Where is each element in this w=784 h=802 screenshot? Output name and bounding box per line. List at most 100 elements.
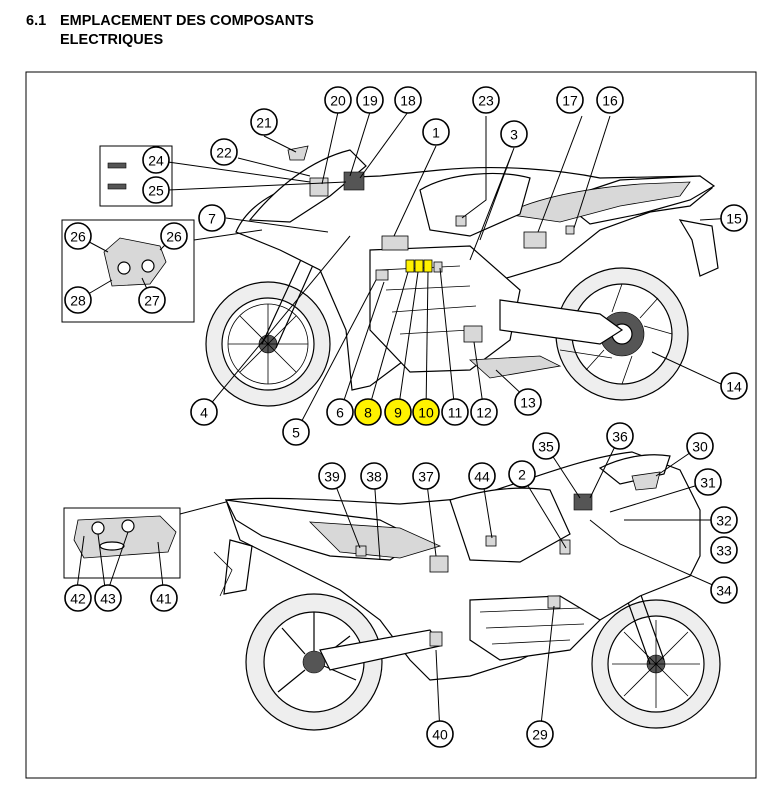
callout-12: 12 [470, 398, 498, 426]
callout-number: 5 [292, 425, 300, 441]
callout-29: 29 [526, 720, 554, 748]
callout-number: 23 [478, 93, 494, 109]
callout-number: 2 [518, 467, 526, 483]
callout-6: 6 [326, 398, 354, 426]
callout-number: 4 [200, 405, 208, 421]
callout-number: 41 [156, 591, 172, 607]
callout-7: 7 [198, 204, 226, 232]
callout-number: 11 [448, 405, 463, 421]
callout-number: 18 [400, 93, 416, 109]
callout-19: 19 [356, 86, 384, 114]
callout-35: 35 [532, 432, 560, 460]
callout-11: 11 [441, 398, 469, 426]
callout-23: 23 [472, 86, 500, 114]
callout-36: 36 [606, 422, 634, 450]
callout-number: 20 [330, 93, 346, 109]
section-title-line2: ELECTRIQUES [60, 32, 164, 48]
callout-number: 42 [70, 591, 86, 607]
callout-number: 21 [256, 115, 272, 131]
callout-number: 37 [418, 469, 434, 485]
callout-number: 27 [144, 293, 160, 309]
motorcycle-left-side [213, 451, 721, 731]
callout-number: 19 [362, 93, 378, 109]
callout-number: 29 [532, 727, 548, 743]
callout-9: 9 [384, 398, 412, 426]
motorcycle-right-side [205, 145, 719, 407]
callout-number: 1 [432, 125, 440, 141]
section-number: 6.1 [26, 13, 47, 29]
callout-27: 27 [138, 286, 166, 314]
callout-number: 7 [208, 211, 216, 227]
callout-number: 13 [520, 395, 536, 411]
callout-4: 4 [190, 398, 218, 426]
callout-40: 40 [426, 720, 454, 748]
callout-number: 25 [148, 183, 164, 199]
callout-26a: 26 [64, 222, 92, 250]
callout-number: 14 [726, 379, 742, 395]
callout-8: 8 [354, 398, 382, 426]
callout-37: 37 [412, 462, 440, 490]
callout-39: 39 [318, 462, 346, 490]
callout-number: 30 [692, 439, 708, 455]
callout-5: 5 [282, 418, 310, 446]
callout-13: 13 [514, 388, 542, 416]
callout-38: 38 [360, 462, 388, 490]
callout-number: 32 [716, 513, 732, 529]
callout-number: 24 [148, 153, 164, 169]
callout-14: 14 [720, 372, 748, 400]
callout-10: 10 [412, 398, 440, 426]
callout-31: 31 [694, 468, 722, 496]
callout-15: 15 [720, 204, 748, 232]
callout-28: 28 [64, 286, 92, 314]
callout-number: 26 [166, 229, 182, 245]
callout-number: 15 [726, 211, 742, 227]
callout-1: 1 [422, 118, 450, 146]
callout-number: 31 [700, 475, 716, 491]
callout-21: 21 [250, 108, 278, 136]
callout-number: 12 [476, 405, 492, 421]
callout-number: 38 [366, 469, 382, 485]
callout-34: 34 [710, 576, 738, 604]
inset-taillight [63, 507, 181, 579]
callout-32: 32 [710, 506, 738, 534]
callout-42: 42 [64, 584, 92, 612]
callout-25: 25 [142, 176, 170, 204]
callout-number: 26 [70, 229, 86, 245]
diagram-frame [25, 71, 757, 779]
callout-number: 6 [336, 405, 344, 421]
callout-41: 41 [150, 584, 178, 612]
callout-number: 39 [324, 469, 340, 485]
callout-3: 3 [500, 120, 528, 148]
callout-number: 17 [562, 93, 578, 109]
callout-number: 22 [216, 145, 232, 161]
callout-20: 20 [324, 86, 352, 114]
callout-number: 16 [602, 93, 618, 109]
callout-44: 44 [468, 462, 496, 490]
callout-18: 18 [394, 86, 422, 114]
section-title-line1: EMPLACEMENT DES COMPOSANTS [60, 13, 314, 29]
leader-lines [75, 111, 735, 735]
callout-number: 43 [100, 591, 116, 607]
callout-number: 9 [394, 405, 402, 421]
callout-33: 33 [710, 536, 738, 564]
callout-22: 22 [210, 138, 238, 166]
callout-17: 17 [556, 86, 584, 114]
callout-30: 30 [686, 432, 714, 460]
callout-number: 36 [612, 429, 628, 445]
callout-number: 10 [418, 405, 434, 421]
callout-26b: 26 [160, 222, 188, 250]
callout-number: 34 [716, 583, 732, 599]
callout-number: 3 [510, 127, 518, 143]
callout-number: 44 [474, 469, 490, 485]
callout-number: 35 [538, 439, 554, 455]
callout-24: 24 [142, 146, 170, 174]
callout-number: 33 [716, 543, 732, 559]
callout-number: 40 [432, 727, 448, 743]
callout-43: 43 [94, 584, 122, 612]
callout-number: 8 [364, 405, 372, 421]
callout-number: 28 [70, 293, 86, 309]
callout-2: 2 [508, 460, 536, 488]
callout-16: 16 [596, 86, 624, 114]
